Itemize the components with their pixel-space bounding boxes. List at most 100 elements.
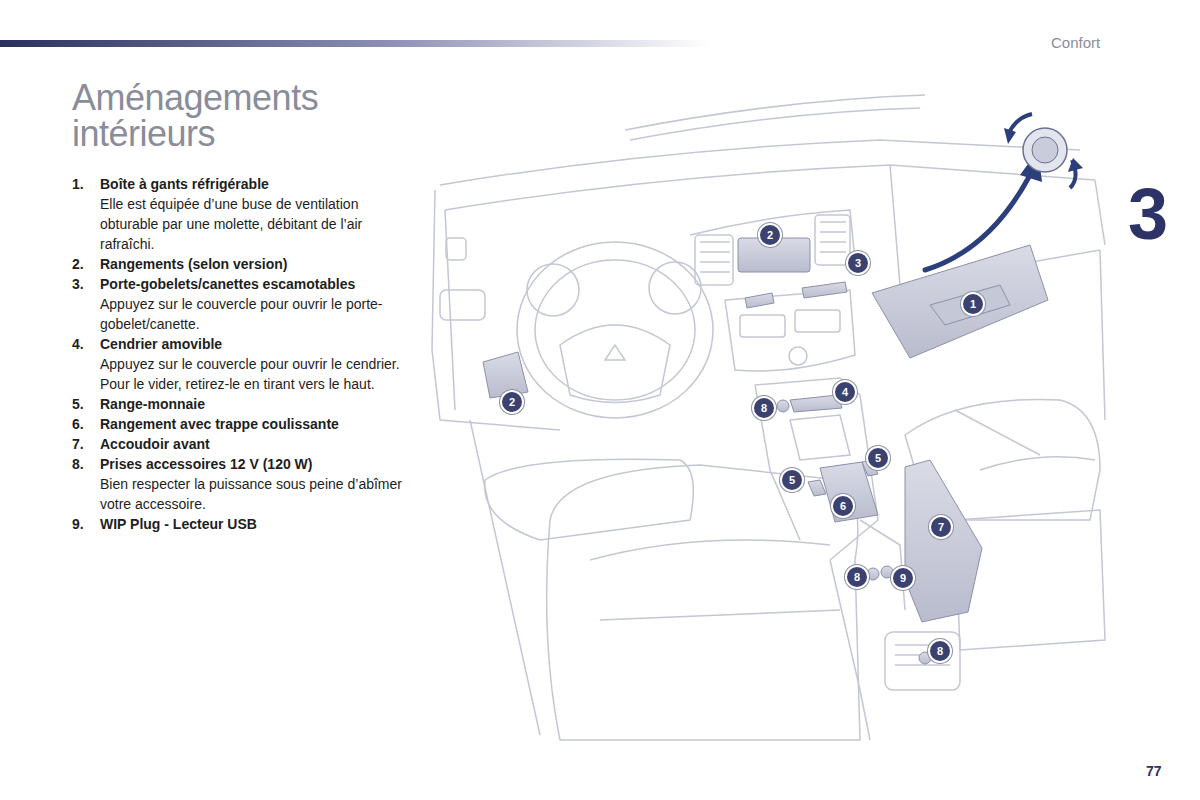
item-heading: WIP Plug - Lecteur USB: [100, 514, 402, 534]
illustration-line: [1095, 180, 1105, 245]
item-description: Bien respecter la puissance sous peine d…: [100, 474, 402, 514]
vent-knob: [925, 114, 1083, 270]
coin-holder: [808, 480, 826, 496]
cup-holder: [745, 293, 774, 308]
illustration-line: [470, 420, 540, 735]
callout-number: 2: [758, 223, 782, 247]
illustration-line: [590, 540, 830, 560]
illustration-line: [830, 560, 870, 740]
illustration-line: [955, 510, 1105, 650]
illustration-line: [440, 140, 1080, 185]
callout-number: 5: [780, 468, 804, 492]
item-description: Elle est équipée d’une buse de ventilati…: [100, 194, 402, 254]
illustration-line: [605, 345, 625, 360]
illustration-line: [795, 310, 840, 332]
item-heading: Accoudoir avant: [100, 434, 402, 454]
car-outline: [432, 95, 1105, 740]
item-heading: Boîte à gants réfrigérable: [100, 174, 402, 194]
illustration-line: [440, 290, 485, 320]
item-description: Appuyez sur le couvercle pour ouvrir le …: [100, 354, 402, 374]
callout-number: 9: [891, 566, 915, 590]
illustration-line: [1023, 128, 1067, 172]
illustration-line: [925, 175, 1030, 270]
list-item: 2. Rangements (selon version): [72, 254, 402, 274]
legend-list: 1. Boîte à gants réfrigérableElle est équ…: [72, 174, 402, 534]
illustration-line: [700, 242, 730, 272]
section-name: Confort: [1051, 34, 1100, 51]
illustration-line: [630, 108, 920, 140]
callout-number: 6: [831, 494, 855, 518]
callout-number: 8: [928, 639, 952, 663]
illustration-line: [815, 215, 850, 265]
list-item: 5. Range-monnaie: [72, 394, 402, 414]
callout-number: 7: [929, 515, 953, 539]
page-number: 77: [1146, 763, 1162, 779]
item-number: 3.: [72, 274, 84, 294]
item-number: 8.: [72, 454, 84, 474]
illustration-line: [600, 610, 840, 620]
illustration-line: [1068, 158, 1083, 172]
item-heading: Cendrier amovible: [100, 334, 402, 354]
illustration-line: [527, 264, 579, 316]
illustration-line: [980, 457, 1095, 470]
item-heading: Porte-gobelets/canettes escamotables: [100, 274, 402, 294]
illustration-line: [885, 632, 960, 690]
list-item: 1. Boîte à gants réfrigérableElle est équ…: [72, 174, 402, 254]
callout-number: 2: [500, 390, 524, 414]
illustration-line: [725, 290, 855, 371]
illustration-line: [790, 415, 850, 460]
illustration-line: [560, 325, 670, 403]
illustration-line: [649, 262, 701, 314]
item-heading: Range-monnaie: [100, 394, 402, 414]
header-bar: [0, 40, 710, 47]
illustration-line: [625, 95, 925, 130]
illustration-line: [789, 347, 807, 365]
page-title: Aménagements intérieurs: [72, 80, 352, 152]
list-item: 6. Rangement avec trappe coulissante: [72, 414, 402, 434]
item-number: 5.: [72, 394, 84, 414]
illustration-line: [860, 520, 905, 610]
illustration-line: [432, 190, 560, 430]
item-number: 7.: [72, 434, 84, 454]
chapter-number: 3: [1128, 178, 1168, 250]
highlighted-parts: [483, 238, 1048, 664]
callout-number: 8: [752, 396, 776, 420]
callout-number: 5: [866, 446, 890, 470]
item-number: 9.: [72, 514, 84, 534]
item-description: Appuyez sur le couvercle pour ouvrir le …: [100, 294, 402, 334]
callout-number: 3: [846, 251, 870, 275]
illustration-line: [445, 165, 1095, 210]
illustration-line: [955, 410, 1040, 455]
list-item: 7. Accoudoir avant: [72, 434, 402, 454]
illustration-line: [820, 222, 846, 252]
illustration-line: [547, 465, 860, 740]
illustration-line: [740, 315, 785, 337]
callout-number: 4: [833, 380, 857, 404]
illustration-line: [1004, 128, 1016, 144]
cup-holder: [802, 282, 847, 298]
glove-box: [872, 245, 1048, 358]
list-item: 3. Porte-gobelets/canettes escamotablesAp…: [72, 274, 402, 334]
illustration-line: [535, 260, 695, 400]
list-item: 9. WIP Plug - Lecteur USB: [72, 514, 402, 534]
item-description: Pour le vider, retirez-le en tirant vers…: [100, 374, 402, 394]
callout-number: 8: [845, 565, 869, 589]
item-heading: Rangement avec trappe coulissante: [100, 414, 402, 434]
item-heading: Rangements (selon version): [100, 254, 402, 274]
illustration-line: [1032, 137, 1058, 163]
illustration-line: [930, 285, 1010, 325]
item-number: 1.: [72, 174, 84, 194]
socket: [777, 400, 789, 412]
list-item: 4. Cendrier amovibleAppuyez sur le couver…: [72, 334, 402, 394]
illustration-line: [517, 242, 713, 418]
illustration-line: [1100, 250, 1105, 420]
callout-number: 1: [961, 292, 985, 316]
item-number: 2.: [72, 254, 84, 274]
list-item: 8. Prises accessoires 12 V (120 W)Bien re…: [72, 454, 402, 514]
item-number: 4.: [72, 334, 84, 354]
illustration-line: [446, 238, 466, 260]
illustration-line: [695, 235, 733, 285]
item-heading: Prises accessoires 12 V (120 W): [100, 454, 402, 474]
item-number: 6.: [72, 414, 84, 434]
illustration-line: [485, 459, 694, 540]
